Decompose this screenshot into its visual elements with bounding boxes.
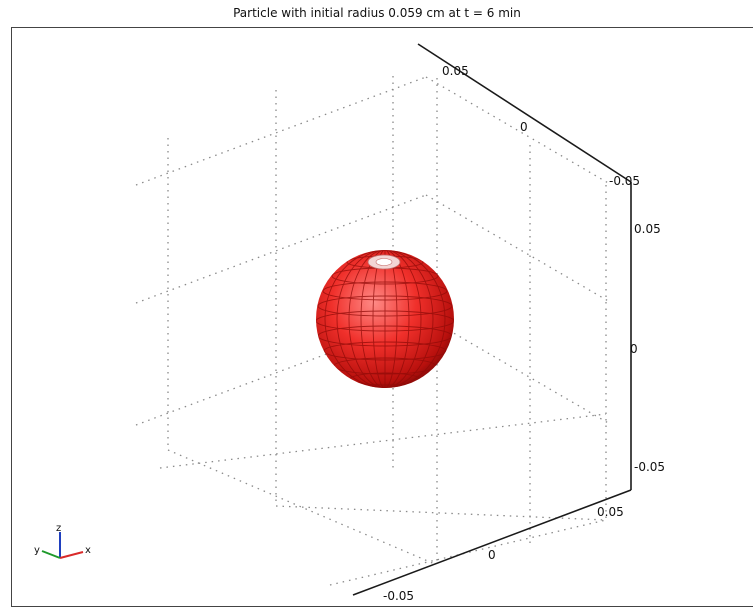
sphere [316,250,454,388]
x-tick-label: -0.05 [609,174,640,188]
x-tick-label: 0.05 [442,64,469,78]
y-tick-label: -0.05 [383,589,414,603]
grid-line [425,194,611,303]
x-tick-label: 0 [520,120,528,134]
grid-line [159,413,607,469]
z-tick-label: -0.05 [634,460,665,474]
sphere-parallel [317,295,453,317]
sphere-parallel [322,281,448,301]
triad-z-label: z [56,523,61,534]
z-tick-label: 0 [630,342,638,356]
sphere-meridian [372,250,398,388]
chart-title: Particle with initial radius 0.059 cm at… [233,6,521,20]
sphere-meridian [360,250,410,388]
x-axis-line [417,43,632,183]
triad-y-line [41,550,61,559]
grid-line [329,519,607,586]
sphere-parallel [316,310,454,332]
sphere-pole-highlight [375,258,393,266]
grid-line [135,76,427,186]
y-tick-label: 0.05 [597,505,624,519]
y-tick-label: 0 [488,548,496,562]
sphere-meridian [324,250,446,388]
axis-lines [352,43,632,596]
triad-x-line [59,551,84,559]
grid-line [425,76,611,185]
y-axis-line [352,489,632,596]
sphere-meridian [336,250,434,388]
grid [135,76,611,586]
axis-triad: z x y [34,523,91,559]
triad-y-label: y [34,545,40,556]
sphere-parallel [323,341,447,361]
grid-line [425,316,611,425]
sphere-meridian [348,250,422,388]
z-tick-label: 0.05 [634,222,661,236]
triad-x-label: x [85,545,91,556]
